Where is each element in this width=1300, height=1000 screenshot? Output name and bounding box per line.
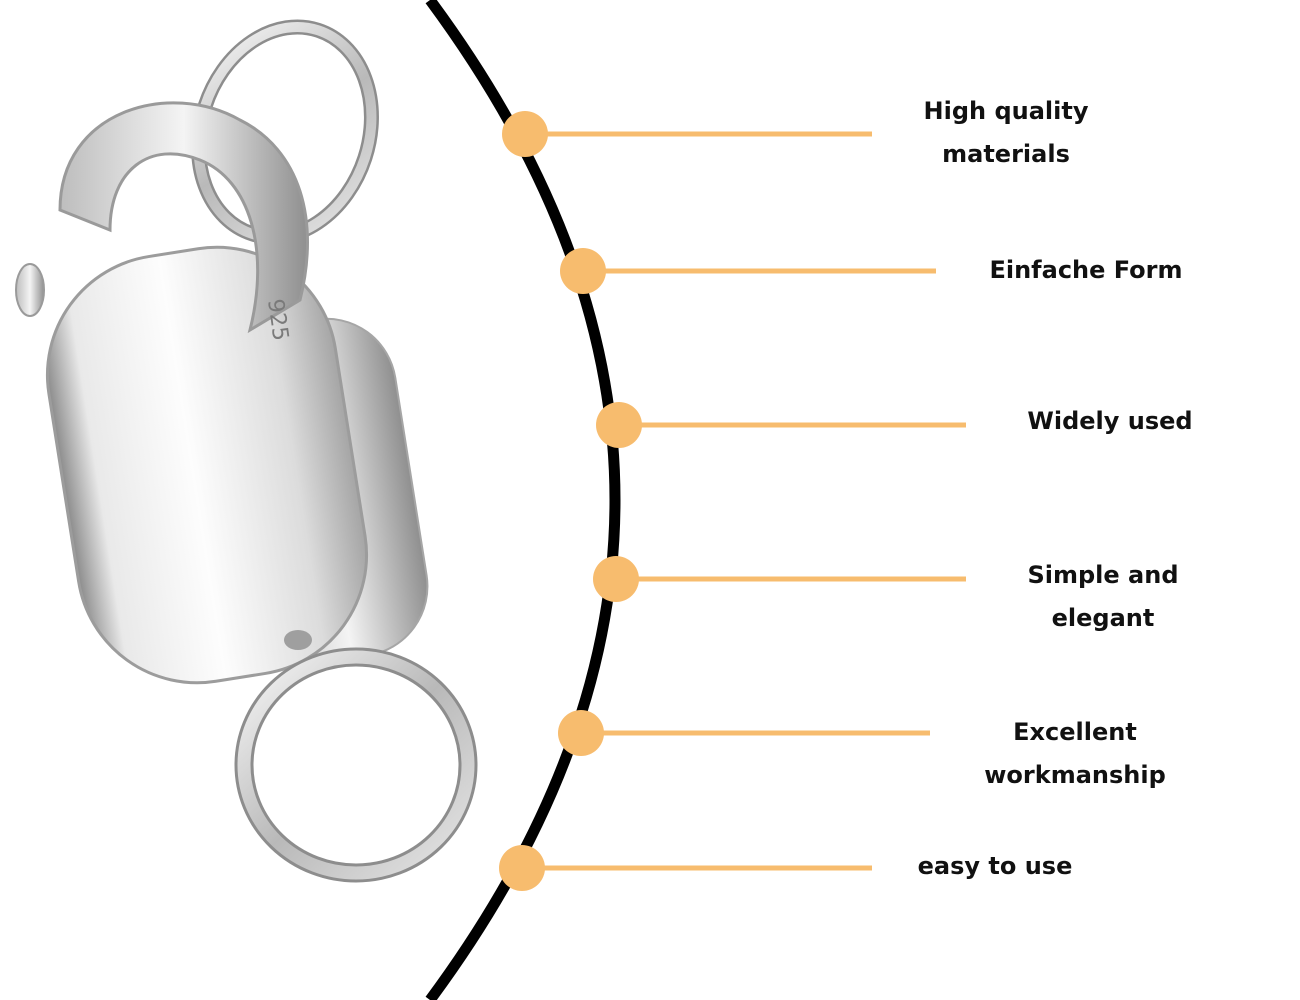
bullet-dot-icon xyxy=(596,402,642,448)
bullet-dot-icon xyxy=(558,710,604,756)
bullet-dot-icon xyxy=(560,248,606,294)
bullet-dot-icon xyxy=(499,845,545,891)
engraving-text: 925 xyxy=(262,297,293,342)
bullet-dot-icon xyxy=(502,111,548,157)
clasp-hook xyxy=(58,101,309,334)
feature-label-line: Excellent xyxy=(1013,718,1137,746)
feature-connectors xyxy=(499,111,966,891)
feature-label: Excellent workmanship xyxy=(925,711,1225,797)
lobster-clasp-icon: 925 xyxy=(15,19,478,883)
feature-label-line: Widely used xyxy=(1027,407,1193,435)
feature-label-line: Einfache Form xyxy=(989,256,1183,284)
feature-label-line: workmanship xyxy=(984,761,1166,789)
feature-label-line: Simple and xyxy=(1027,561,1179,589)
feature-label: High quality materials xyxy=(856,90,1156,176)
bullet-dot-icon xyxy=(593,556,639,602)
clasp-body xyxy=(45,245,369,685)
feature-label-line: High quality xyxy=(923,97,1089,125)
feature-label: Einfache Form xyxy=(936,249,1236,292)
feature-label-line: easy to use xyxy=(917,852,1073,880)
feature-label: easy to use xyxy=(845,845,1145,888)
feature-label: Widely used xyxy=(960,400,1260,443)
feature-label: Simple and elegant xyxy=(953,554,1253,640)
feature-label-line: elegant xyxy=(1051,604,1155,632)
clasp-pin xyxy=(15,263,45,317)
feature-label-line: materials xyxy=(942,140,1070,168)
